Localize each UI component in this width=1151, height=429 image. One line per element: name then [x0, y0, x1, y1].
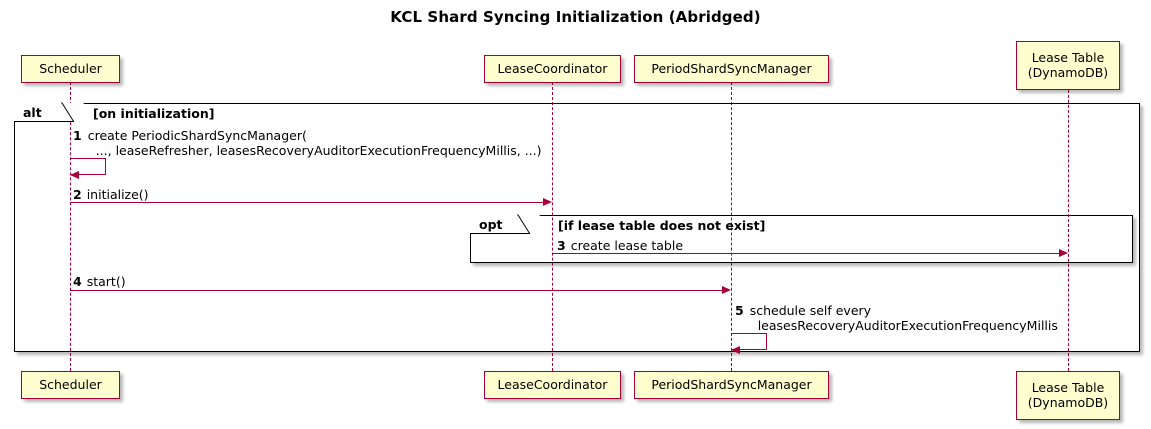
participant-label: Scheduler	[39, 60, 102, 76]
lifeline-periodshardsyncmanager	[731, 82, 732, 371]
message-4-number: 4	[73, 274, 82, 289]
lifeline-scheduler	[70, 82, 71, 371]
participant-periodshardsyncmanager-bottom[interactable]: PeriodShardSyncManager	[634, 371, 829, 399]
message-1-number: 1	[73, 128, 82, 143]
message-1-arrowhead	[70, 170, 79, 179]
message-3-text: create lease table	[570, 238, 684, 253]
message-2-number: 2	[73, 187, 82, 202]
message-2-label: 2 initialize()	[73, 187, 149, 202]
message-4-line	[70, 290, 723, 291]
message-1-self-call-loop	[70, 158, 106, 175]
participant-periodshardsyncmanager-top[interactable]: PeriodShardSyncManager	[634, 55, 829, 83]
message-5-text-line2: leasesRecoveryAuditorExecutionFrequencyM…	[757, 318, 1058, 334]
message-2-text: initialize()	[86, 187, 149, 202]
message-3-arrowhead	[1059, 248, 1068, 257]
participant-label-line1: Lease Table	[1031, 49, 1105, 65]
participant-label-line2: (DynamoDB)	[1027, 394, 1109, 410]
alt-fragment-tab: alt	[14, 102, 84, 135]
lifeline-leasecoordinator	[552, 82, 553, 371]
opt-tab-notch	[529, 215, 540, 234]
participant-leasetable-bottom[interactable]: Lease Table (DynamoDB)	[1016, 371, 1120, 420]
participant-leasecoordinator-top[interactable]: LeaseCoordinator	[484, 55, 621, 83]
message-1-text-line2: ..., leaseRefresher, leasesRecoveryAudit…	[95, 143, 542, 159]
participant-label-line2: (DynamoDB)	[1027, 64, 1109, 80]
opt-condition-label: [if lease table does not exist]	[558, 218, 766, 233]
message-5-arrowhead	[731, 345, 740, 354]
participant-label: PeriodShardSyncManager	[651, 60, 812, 76]
message-4-text: start()	[86, 274, 126, 289]
message-2-line	[70, 202, 544, 203]
message-4-arrowhead	[722, 285, 731, 294]
participant-scheduler-bottom[interactable]: Scheduler	[21, 371, 120, 399]
message-3-label: 3 create lease table	[557, 238, 683, 253]
alt-fragment-frame	[14, 103, 1140, 352]
message-1-text-line1: create PeriodicShardSyncManager(	[87, 128, 307, 143]
message-5-text-line1: schedule self every	[749, 303, 872, 318]
participant-label: LeaseCoordinator	[497, 60, 608, 76]
message-3-number: 3	[557, 238, 566, 253]
message-5-number: 5	[735, 303, 744, 318]
message-3-line	[552, 253, 1060, 254]
participant-leasecoordinator-bottom[interactable]: LeaseCoordinator	[484, 371, 621, 399]
participant-leasetable-top[interactable]: Lease Table (DynamoDB)	[1016, 41, 1120, 90]
participant-label: PeriodShardSyncManager	[651, 376, 812, 392]
message-5-self-call-loop	[731, 333, 767, 350]
message-2-arrowhead	[543, 197, 552, 206]
message-4-label: 4 start()	[73, 274, 126, 289]
message-1-label: 1 create PeriodicShardSyncManager( ..., …	[73, 128, 542, 159]
page-title: KCL Shard Syncing Initialization (Abridg…	[390, 8, 761, 26]
message-5-label: 5 schedule self every leasesRecoveryAudi…	[735, 303, 1058, 334]
opt-operator-label: opt	[479, 217, 503, 232]
alt-operator-label: alt	[23, 105, 42, 120]
participant-label: Scheduler	[39, 376, 102, 392]
alt-tab-notch	[73, 103, 84, 122]
participant-scheduler-top[interactable]: Scheduler	[21, 55, 120, 83]
opt-fragment-frame	[470, 215, 1133, 263]
opt-fragment-tab: opt	[470, 214, 540, 247]
alt-condition-label: [on initialization]	[93, 106, 215, 121]
participant-label-line1: Lease Table	[1031, 379, 1105, 395]
lifeline-leasetable	[1068, 90, 1069, 371]
participant-label: LeaseCoordinator	[497, 376, 608, 392]
